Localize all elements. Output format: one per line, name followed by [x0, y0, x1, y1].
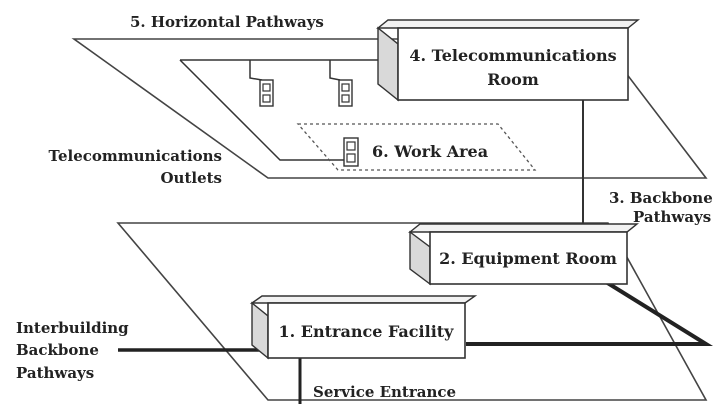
equipment-room-label: 2. Equipment Room — [439, 249, 617, 268]
work-area-region — [296, 123, 537, 171]
outlets-label-line2: Outlets — [160, 169, 222, 187]
backbone-label-line1: 3. Backbone — [609, 189, 713, 207]
outlets-label-line1: Telecommunications — [49, 147, 222, 165]
interbuilding-label-line3: Pathways — [16, 364, 94, 382]
work-area-label: 6. Work Area — [372, 142, 488, 161]
outlet-icon — [343, 137, 359, 167]
telecom-room-box: 4. Telecommunications Room — [376, 19, 640, 102]
horizontal-pathways-label: 5. Horizontal Pathways — [130, 13, 324, 31]
telecom-room-label-line2: Room — [487, 70, 539, 89]
telecom-room-label-line1: 4. Telecommunications — [409, 46, 616, 65]
entrance-facility-label: 1. Entrance Facility — [279, 322, 455, 341]
interbuilding-label-line1: Interbuilding — [16, 319, 129, 337]
backbone-label-line2: Pathways — [633, 208, 711, 226]
outlet-icon — [338, 79, 353, 107]
lower-floor-plane — [116, 222, 708, 401]
equipment-room-box: 2. Equipment Room — [408, 223, 639, 286]
interbuilding-label-line2: Backbone — [16, 341, 99, 359]
service-entrance-label: Service Entrance — [313, 383, 456, 401]
entrance-facility-box: 1. Entrance Facility — [249, 295, 478, 360]
equipment-to-entrance-cable — [466, 280, 714, 346]
outlet-icon — [259, 79, 274, 107]
